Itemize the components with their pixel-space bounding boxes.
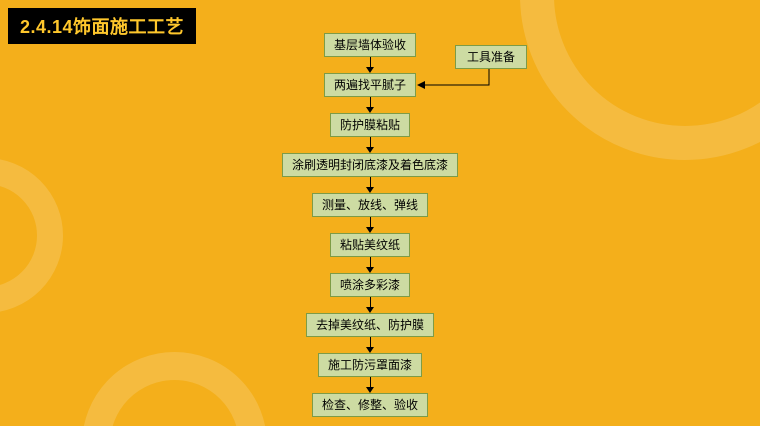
flow-step-spray-paint: 喷涂多彩漆 — [329, 273, 411, 297]
flow-step-protective-film: 防护膜粘贴 — [329, 113, 411, 137]
arrow-head — [365, 107, 374, 113]
arrow-line — [369, 257, 371, 267]
arrow-down-icon — [365, 217, 375, 233]
flow-step-remove-tape-film: 去掉美纹纸、防护膜 — [305, 313, 435, 337]
arrow-down-icon — [365, 57, 375, 73]
flow-step-measure-layout: 测量、放线、弹线 — [311, 193, 429, 217]
elbow-arrow-icon — [417, 69, 490, 89]
decorative-circle-bottom — [82, 352, 267, 426]
flow-step-topcoat: 施工防污罩面漆 — [317, 353, 423, 377]
arrow-head — [365, 187, 374, 193]
arrow-head — [365, 147, 374, 153]
arrow-down-icon — [365, 257, 375, 273]
arrow-head — [365, 347, 374, 353]
arrow-line — [369, 297, 371, 307]
flow-step-primer-coats: 涂刷透明封闭底漆及着色底漆 — [281, 153, 459, 177]
arrow-down-icon — [365, 137, 375, 153]
tool-preparation-box: 工具准备 — [455, 45, 528, 69]
flow-step-base-wall-acceptance: 基层墙体验收 — [323, 33, 417, 57]
decorative-circle-top-right — [520, 0, 760, 160]
arrow-head — [365, 227, 374, 233]
arrow-head — [365, 267, 374, 273]
arrow-line — [369, 137, 371, 147]
flow-step-masking-tape: 粘贴美纹纸 — [329, 233, 411, 257]
arrow-head — [365, 307, 374, 313]
arrow-down-icon — [365, 297, 375, 313]
flow-step-final-acceptance: 检查、修整、验收 — [311, 393, 429, 417]
arrow-down-icon — [365, 337, 375, 353]
flow-step-leveling-putty: 两遍找平腻子 — [323, 73, 417, 97]
arrow-down-icon — [365, 377, 375, 393]
arrow-line — [369, 57, 371, 67]
arrow-line — [369, 177, 371, 187]
arrow-line — [369, 217, 371, 227]
arrow-down-icon — [365, 177, 375, 193]
arrow-down-icon — [365, 97, 375, 113]
arrow-line — [369, 377, 371, 387]
decorative-circle-left — [0, 158, 63, 313]
arrow-line — [369, 97, 371, 107]
arrow-line — [369, 337, 371, 347]
slide-title: 2.4.14饰面施工工艺 — [8, 8, 197, 44]
arrow-head — [365, 387, 374, 393]
arrow-head — [365, 67, 374, 73]
flowchart: 基层墙体验收 两遍找平腻子 防护膜粘贴 涂刷透明封闭底漆及着色底漆 测量、放线、… — [281, 33, 459, 417]
